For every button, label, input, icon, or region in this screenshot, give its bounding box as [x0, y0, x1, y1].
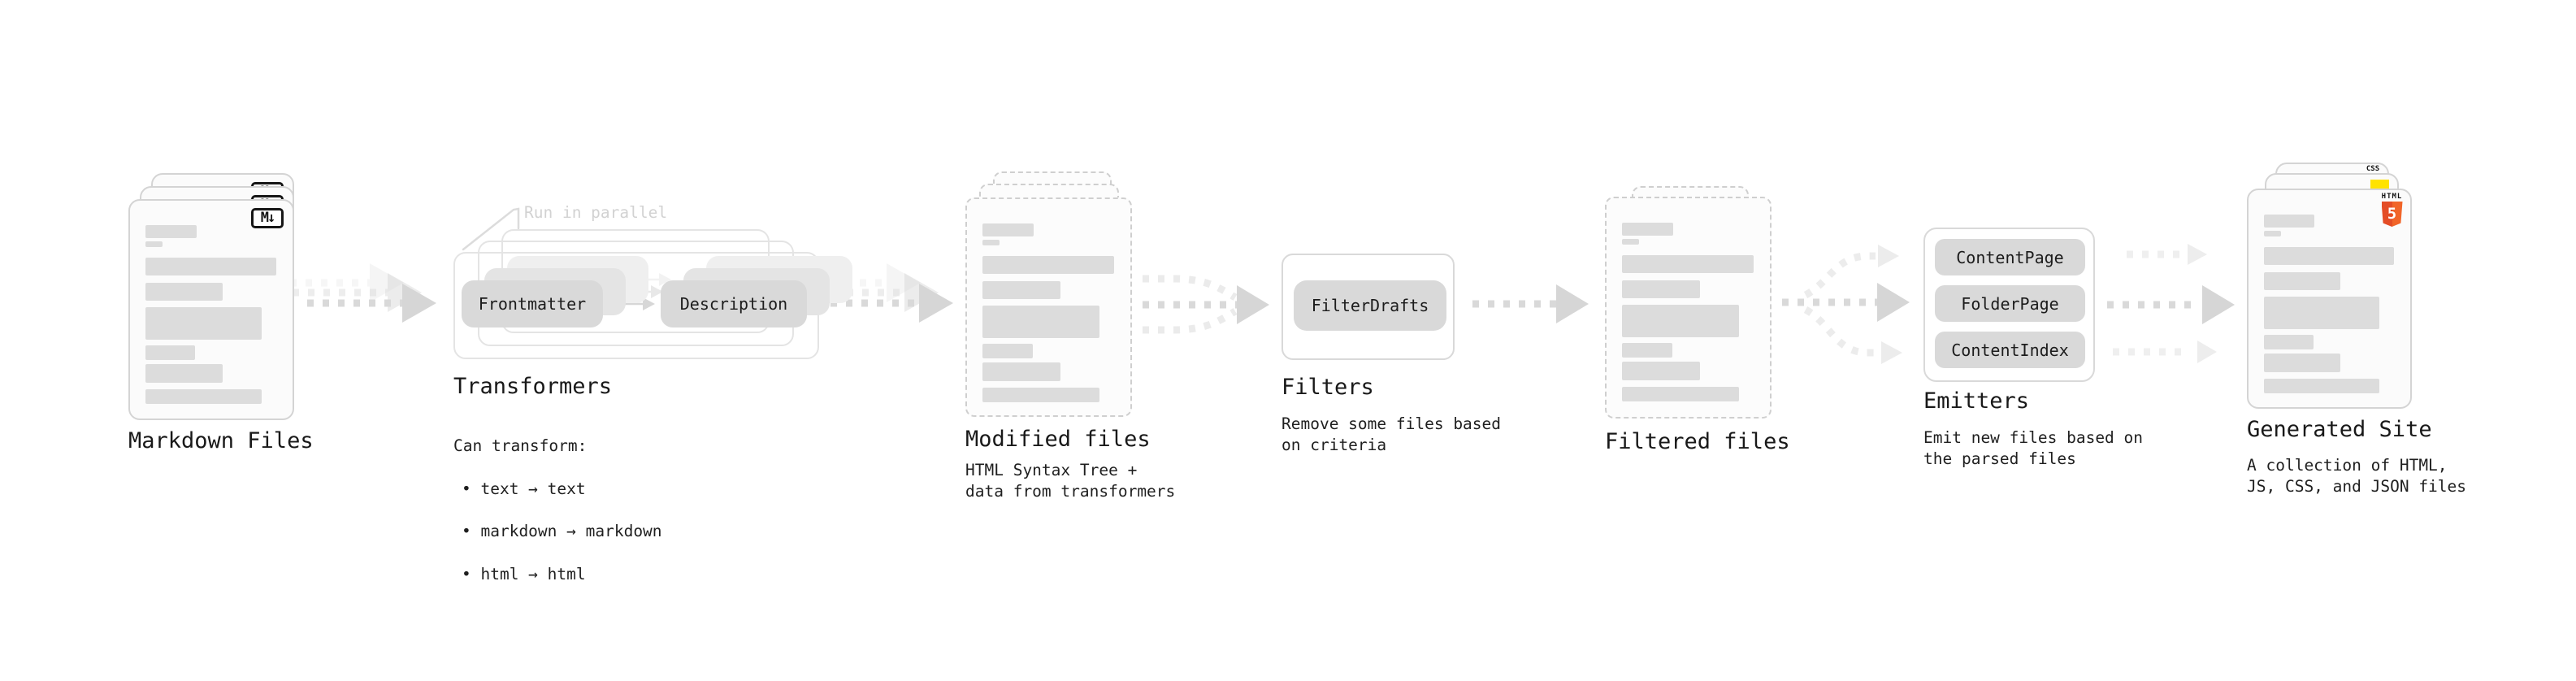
doc-placeholder-line — [2264, 354, 2341, 372]
emitters-title: Emitters — [1923, 388, 2030, 414]
transformers-title: Transformers — [453, 374, 613, 399]
modified-files-title: Modified files — [965, 427, 1151, 452]
html5-badge-label: HTML — [2381, 193, 2403, 201]
content-index-pill: ContentIndex — [1935, 332, 2085, 368]
doc-placeholder-line — [2264, 297, 2380, 329]
filtered-files-title: Filtered files — [1605, 429, 1790, 454]
generated-site-description: A collection of HTML, JS, CSS, and JSON … — [2247, 456, 2467, 496]
doc-placeholder-lines — [982, 223, 1114, 402]
doc-placeholder-line — [982, 223, 1034, 236]
emitters-frame: ContentPage FolderPage ContentIndex — [1923, 228, 2095, 382]
doc-placeholder-line — [982, 306, 1100, 338]
arrow-transformers-to-modified — [798, 263, 953, 323]
can-transform-heading: Can transform: — [453, 436, 588, 455]
arrow-emitters-to-site — [2107, 244, 2235, 363]
doc-placeholder-line — [1622, 255, 1754, 273]
doc-placeholder-line — [2264, 247, 2394, 265]
filters-frame: FilterDrafts — [1281, 254, 1455, 360]
doc-placeholder-line — [2264, 379, 2380, 393]
doc-placeholder-line — [145, 364, 223, 383]
doc-placeholder-line — [145, 345, 196, 360]
doc-placeholder-line — [145, 307, 262, 340]
description-pill: Description — [661, 280, 807, 327]
arrow-filters-to-filtered — [1472, 284, 1589, 323]
doc-placeholder-line — [982, 256, 1114, 274]
arrow-filtered-to-emitters-fanout — [1782, 245, 1910, 364]
run-in-parallel-leader-line — [462, 207, 520, 251]
doc-placeholder-line — [2264, 231, 2281, 236]
doc-placeholder-line — [2264, 272, 2341, 290]
doc-placeholder-line — [982, 281, 1060, 299]
transform-bullet: • text → text — [462, 479, 586, 498]
modified-file-card-front — [965, 197, 1132, 417]
doc-placeholder-line — [145, 241, 163, 247]
site-file-card-html: HTML 5 — [2247, 189, 2412, 409]
doc-placeholder-line — [145, 389, 262, 404]
filters-title: Filters — [1281, 375, 1374, 400]
arrow-markdown-to-transformers — [275, 263, 436, 323]
doc-placeholder-line — [145, 225, 197, 238]
arrow-modified-to-filters-merge — [1143, 275, 1269, 334]
doc-placeholder-line — [145, 258, 276, 275]
content-page-pill: ContentPage — [1935, 239, 2085, 275]
css-badge-label: CSS — [2366, 165, 2380, 173]
doc-placeholder-line — [1622, 305, 1740, 337]
transform-bullet: • markdown → markdown — [462, 522, 662, 541]
transformers-description: Can transform: • text → text • markdown … — [453, 414, 662, 606]
emitters-description: Emit new files based on the parsed files — [1923, 428, 2144, 468]
doc-placeholder-line — [1622, 239, 1640, 245]
filters-description: Remove some files based on criteria — [1281, 414, 1502, 454]
doc-placeholder-line — [982, 344, 1033, 358]
folder-page-pill: FolderPage — [1935, 285, 2085, 322]
html5-shield-icon: 5 — [2381, 202, 2403, 227]
doc-placeholder-line — [1622, 280, 1700, 298]
markdown-files-title: Markdown Files — [128, 428, 314, 453]
doc-placeholder-line — [1622, 362, 1700, 380]
run-in-parallel-label: Run in parallel — [524, 203, 668, 222]
frontmatter-pill: Frontmatter — [462, 280, 603, 327]
filtered-file-card-front — [1605, 197, 1772, 419]
html5-badge-icon: HTML 5 — [2381, 193, 2403, 227]
doc-placeholder-line — [1622, 387, 1740, 401]
filter-drafts-pill: FilterDrafts — [1294, 280, 1446, 331]
doc-placeholder-line — [2264, 335, 2314, 349]
markdown-file-card-front: M↓ — [128, 199, 294, 420]
doc-placeholder-line — [2264, 215, 2315, 228]
transform-bullet: • html → html — [462, 564, 586, 583]
doc-placeholder-lines — [2264, 215, 2394, 393]
doc-placeholder-lines — [145, 225, 276, 404]
doc-placeholder-lines — [1622, 223, 1754, 401]
js-badge-icon — [2370, 180, 2389, 189]
doc-placeholder-line — [982, 240, 1000, 245]
doc-placeholder-line — [982, 362, 1060, 381]
doc-placeholder-line — [1622, 343, 1672, 358]
doc-placeholder-line — [1622, 223, 1674, 236]
generated-site-title: Generated Site — [2247, 417, 2432, 442]
modified-files-description: HTML Syntax Tree + data from transformer… — [965, 461, 1176, 501]
doc-placeholder-line — [982, 388, 1100, 402]
doc-placeholder-line — [145, 283, 223, 301]
markdown-badge-icon: M↓ — [251, 208, 284, 228]
